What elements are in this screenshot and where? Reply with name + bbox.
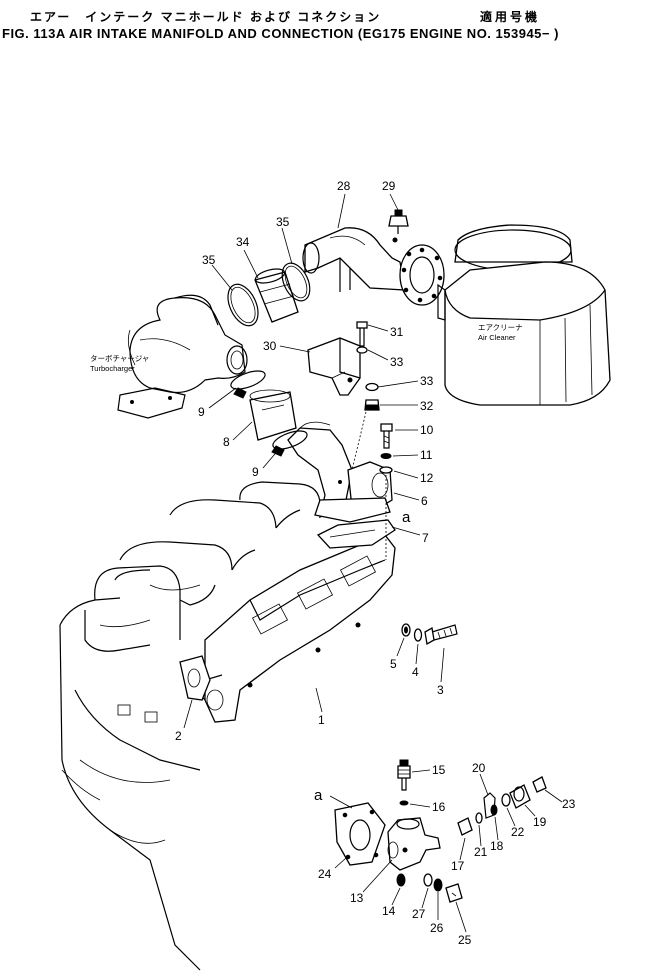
callout-29: 29 (382, 179, 396, 193)
turbocharger (117, 294, 248, 419)
hose-clamp-35-left (227, 283, 259, 327)
adapter-body-13 (387, 817, 441, 871)
hose-clamp-9-lower (271, 430, 308, 457)
air-cleaner-label: Air Cleaner (478, 333, 516, 342)
callout-17: 17 (451, 859, 465, 873)
callout-18: 18 (490, 839, 504, 853)
intake-connector-6 (287, 421, 393, 523)
washer-27 (423, 873, 433, 887)
callout-19: 19 (533, 815, 547, 829)
callout-7: 7 (422, 531, 429, 545)
bolt-3 (424, 624, 458, 646)
bolt-31 (356, 321, 368, 347)
bolt-25 (445, 883, 463, 903)
callout-14: 14 (382, 904, 396, 918)
callout-33-upper: 33 (390, 355, 404, 369)
callout-25: 25 (458, 933, 472, 947)
callout-4: 4 (412, 665, 419, 679)
washer-22 (501, 793, 511, 807)
callout-32: 32 (420, 399, 434, 413)
callout-13: 13 (350, 891, 364, 905)
reference-a-upper: a (402, 509, 411, 526)
reference-a-lower: a (314, 787, 323, 804)
callout-9-lower: 9 (252, 465, 259, 479)
callout-22: 22 (511, 825, 525, 839)
washer-33-lower (365, 382, 379, 392)
washer-11 (380, 453, 392, 459)
callout-20: 20 (472, 761, 486, 775)
callout-10: 10 (420, 423, 434, 437)
callout-1: 1 (318, 713, 325, 727)
callout-8: 8 (223, 435, 230, 449)
callout-24: 24 (318, 867, 332, 881)
callout-15: 15 (432, 763, 446, 777)
assembly-reference-lines (351, 411, 387, 560)
elbow-pipe-28 (302, 227, 406, 292)
callout-23: 23 (562, 797, 576, 811)
callout-35-right: 35 (276, 215, 290, 229)
callout-33-lower: 33 (420, 374, 434, 388)
nut-5 (401, 623, 411, 637)
callout-27: 27 (412, 907, 426, 921)
nut-32 (364, 399, 380, 411)
callout-26: 26 (430, 921, 444, 935)
callout-31: 31 (390, 325, 404, 339)
gasket-2 (179, 655, 211, 701)
washer-21 (475, 812, 483, 824)
leader-lines (183, 193, 563, 933)
sensor-29 (388, 209, 409, 234)
bolt-10 (380, 423, 393, 449)
washer-16 (399, 800, 409, 806)
washer-12 (379, 466, 393, 474)
hose-clamp-9-upper (230, 370, 266, 399)
washer-26 (433, 878, 443, 892)
callout-2: 2 (175, 729, 182, 743)
hose-clamp-35-right (281, 262, 311, 302)
plug-17 (457, 817, 473, 836)
intake-manifold (199, 534, 396, 723)
sensor-15 (397, 759, 411, 791)
air-cleaner-label-jp: エアクリーナ (478, 323, 523, 332)
callout-16: 16 (432, 800, 446, 814)
callout-numbers: 1 2 3 4 5 6 7 8 9 9 10 11 12 13 14 15 16… (175, 179, 576, 947)
hose-8 (249, 389, 297, 441)
callout-34: 34 (236, 235, 250, 249)
elbow-flange (399, 244, 445, 306)
cap-23 (532, 776, 547, 793)
gasket-7 (316, 519, 396, 549)
bracket-30 (307, 337, 361, 396)
figure-title: FIG. 113A AIR INTAKE MANIFOLD AND CONNEC… (2, 26, 559, 41)
washer-4 (413, 628, 423, 642)
callout-35-left: 35 (202, 253, 216, 267)
title-japanese: エアー インテーク マニホールド および コネクション (30, 10, 382, 24)
washer-33-upper (356, 346, 368, 354)
engine-block-outline (59, 597, 201, 971)
plug-14 (396, 873, 406, 887)
callout-6: 6 (421, 494, 428, 508)
callout-30: 30 (263, 339, 277, 353)
callout-11: 11 (420, 448, 433, 462)
washer-18 (490, 804, 498, 816)
applicable-serial-label: 適用号機 (480, 10, 541, 24)
turbocharger-label: Turbocharger (90, 364, 135, 373)
hose-34 (254, 268, 299, 323)
turbocharger-label-jp: ターボチャージャ (90, 354, 149, 363)
callout-12: 12 (420, 471, 434, 485)
callout-28: 28 (337, 179, 351, 193)
callout-3: 3 (437, 683, 444, 697)
callout-9-upper: 9 (198, 405, 205, 419)
union-19 (509, 784, 531, 809)
air-cleaner (437, 224, 611, 406)
gasket-24 (334, 802, 386, 866)
callout-21: 21 (474, 845, 488, 859)
callout-5: 5 (390, 657, 397, 671)
